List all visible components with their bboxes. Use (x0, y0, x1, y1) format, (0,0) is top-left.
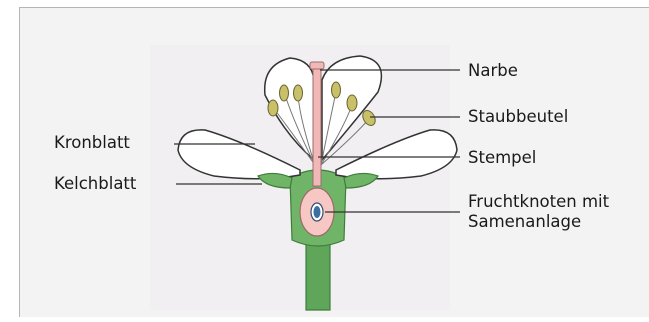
label-stempel: Stempel (468, 148, 536, 168)
stigma (310, 62, 324, 69)
label-narbe: Narbe (468, 61, 518, 81)
ovule (314, 206, 321, 218)
label-kronblatt: Kronblatt (54, 133, 130, 153)
anther (280, 85, 289, 101)
anther (268, 100, 278, 116)
label-fruchtknoten-line2: Samenanlage (468, 212, 581, 232)
label-fruchtknoten-line1: Fruchtknoten mit (468, 192, 609, 212)
anther (347, 95, 357, 111)
anther (332, 82, 341, 98)
anther (294, 85, 303, 101)
label-kelchblatt: Kelchblatt (54, 174, 136, 194)
label-staubbeutel: Staubbeutel (468, 107, 568, 127)
style (313, 66, 321, 186)
